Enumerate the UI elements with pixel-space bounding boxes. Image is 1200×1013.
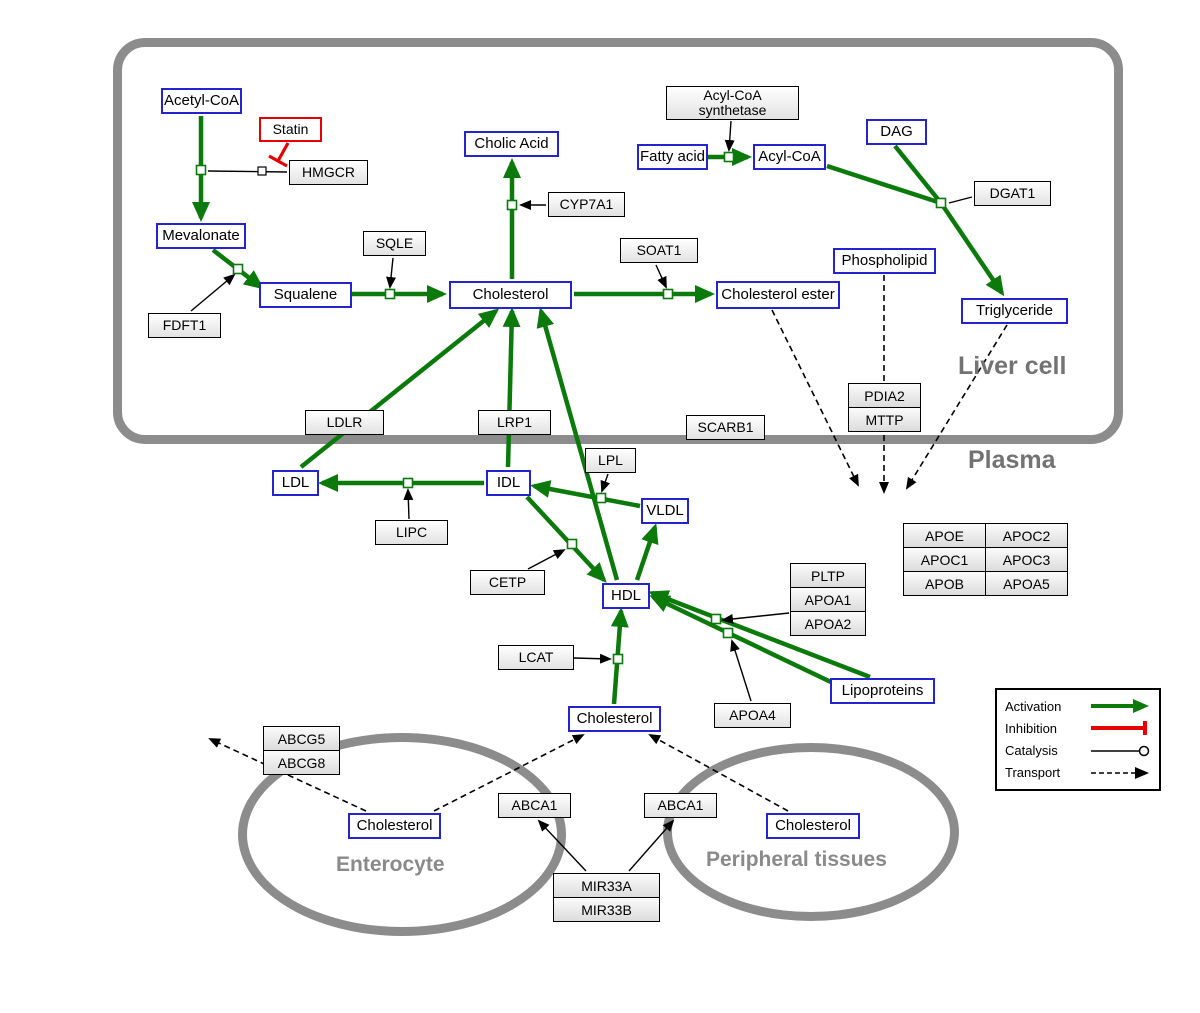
node-lrp1[interactable]: LRP1 [478, 410, 551, 435]
node-hmgcr[interactable]: HMGCR [289, 160, 368, 185]
liver-cell-label: Liver cell [958, 352, 1067, 380]
node-acyl-coa[interactable]: Acyl-CoA [753, 144, 826, 170]
node-abcg5[interactable]: ABCG5 [263, 726, 340, 751]
node-lcat[interactable]: LCAT [498, 645, 574, 670]
node-apoc3[interactable]: APOC3 [985, 547, 1068, 572]
node-cyp7a1[interactable]: CYP7A1 [548, 192, 625, 217]
node-ldl[interactable]: LDL [272, 470, 319, 496]
edge-idl-hdl-cetp [525, 495, 607, 583]
pltp-apoa-stack: PLTP APOA1 APOA2 [790, 563, 866, 636]
node-dgat1[interactable]: DGAT1 [974, 181, 1051, 206]
node-hdl[interactable]: HDL [602, 583, 650, 609]
edge-vldl-idl [530, 480, 641, 509]
node-vldl[interactable]: VLDL [641, 498, 689, 524]
node-pltp[interactable]: PLTP [790, 563, 866, 588]
legend-transport: Transport [1005, 763, 1151, 783]
legend-inhibition: Inhibition [1005, 718, 1151, 738]
liver-cell-compartment [113, 38, 1123, 444]
node-cholesterol-peripheral[interactable]: Cholesterol [766, 813, 860, 839]
edge-hdl-vldl [634, 523, 659, 581]
node-cholesterol-enterocyte[interactable]: Cholesterol [348, 813, 441, 839]
node-lipc[interactable]: LIPC [375, 520, 448, 545]
node-statin[interactable]: Statin [259, 117, 322, 142]
node-sqle[interactable]: SQLE [363, 231, 426, 256]
activation-arrow-icon [1091, 699, 1149, 713]
edge-lcat-catalysis [573, 653, 612, 664]
edge-lpl-catalysis [600, 473, 611, 493]
node-idl[interactable]: IDL [486, 470, 531, 496]
edge-pltp-catalysis [721, 612, 790, 624]
node-ldlr[interactable]: LDLR [305, 410, 384, 435]
node-mttp[interactable]: MTTP [848, 407, 921, 432]
transport-dashed-arrow-icon [1091, 766, 1149, 779]
inhibition-tbar-icon [1091, 721, 1147, 736]
apolipoprotein-table: APOE APOC2 APOC1 APOC3 APOB APOA5 [903, 523, 1068, 596]
node-mir33a[interactable]: MIR33A [553, 873, 660, 898]
legend-catalysis-label: Catalysis [1005, 743, 1058, 759]
legend-catalysis: Catalysis [1005, 741, 1151, 761]
node-apoa2[interactable]: APOA2 [790, 611, 866, 636]
peripheral-tissues-label: Peripheral tissues [706, 848, 887, 871]
node-cetp[interactable]: CETP [470, 570, 545, 595]
node-squalene[interactable]: Squalene [259, 282, 352, 308]
plasma-label: Plasma [968, 446, 1056, 474]
abcg-stack: ABCG5 ABCG8 [263, 726, 340, 775]
node-apob[interactable]: APOB [903, 571, 986, 596]
edge-lipc-catalysis [403, 488, 414, 520]
legend-inhibition-label: Inhibition [1005, 720, 1058, 736]
node-mir33b[interactable]: MIR33B [553, 897, 660, 922]
node-abca1-right[interactable]: ABCA1 [644, 793, 717, 818]
node-apoc1[interactable]: APOC1 [903, 547, 986, 572]
legend-box: Activation Inhibition Catalysis Transpor… [995, 688, 1161, 791]
node-fatty-acid[interactable]: Fatty acid [637, 144, 708, 170]
legend-transport-label: Transport [1005, 765, 1061, 781]
enterocyte-label: Enterocyte [336, 853, 445, 876]
node-cholic-acid[interactable]: Cholic Acid [464, 131, 559, 157]
node-cholesterol-plasma[interactable]: Cholesterol [568, 706, 661, 732]
node-acetyl-coa[interactable]: Acetyl-CoA [161, 88, 242, 114]
node-soat1[interactable]: SOAT1 [620, 238, 698, 263]
node-lpl[interactable]: LPL [585, 448, 636, 473]
node-apoc2[interactable]: APOC2 [985, 523, 1068, 548]
edge-apoa4-catalysis [730, 639, 752, 702]
legend-activation-label: Activation [1005, 698, 1062, 714]
node-apoe[interactable]: APOE [903, 523, 986, 548]
mir33-stack: MIR33A MIR33B [553, 873, 660, 922]
node-cholesterol-ester[interactable]: Cholesterol ester [716, 281, 840, 309]
node-abca1-left[interactable]: ABCA1 [498, 793, 571, 818]
node-pdia2[interactable]: PDIA2 [848, 383, 921, 408]
node-triglyceride[interactable]: Triglyceride [961, 298, 1068, 324]
legend-activation: Activation [1005, 696, 1151, 716]
node-cholesterol-liver[interactable]: Cholesterol [449, 281, 572, 309]
node-phospholipid[interactable]: Phospholipid [833, 248, 936, 274]
node-scarb1[interactable]: SCARB1 [686, 415, 765, 440]
edge-cholesterol-hdl-lcat [610, 607, 629, 705]
edge-cetp-catalysis [527, 549, 566, 570]
node-apoa1[interactable]: APOA1 [790, 587, 866, 612]
node-acyl-coa-synthetase[interactable]: Acyl-CoA synthetase [666, 86, 799, 120]
node-dag[interactable]: DAG [866, 119, 927, 145]
node-mevalonate[interactable]: Mevalonate [156, 223, 246, 249]
node-abcg8[interactable]: ABCG8 [263, 750, 340, 775]
node-lipoproteins[interactable]: Lipoproteins [830, 678, 935, 704]
pdia2-mttp-stack: PDIA2 MTTP [848, 383, 921, 432]
node-apoa4[interactable]: APOA4 [714, 703, 791, 728]
catalysis-circle-icon [1091, 745, 1150, 756]
node-apoa5[interactable]: APOA5 [985, 571, 1068, 596]
node-fdft1[interactable]: FDFT1 [148, 313, 221, 338]
